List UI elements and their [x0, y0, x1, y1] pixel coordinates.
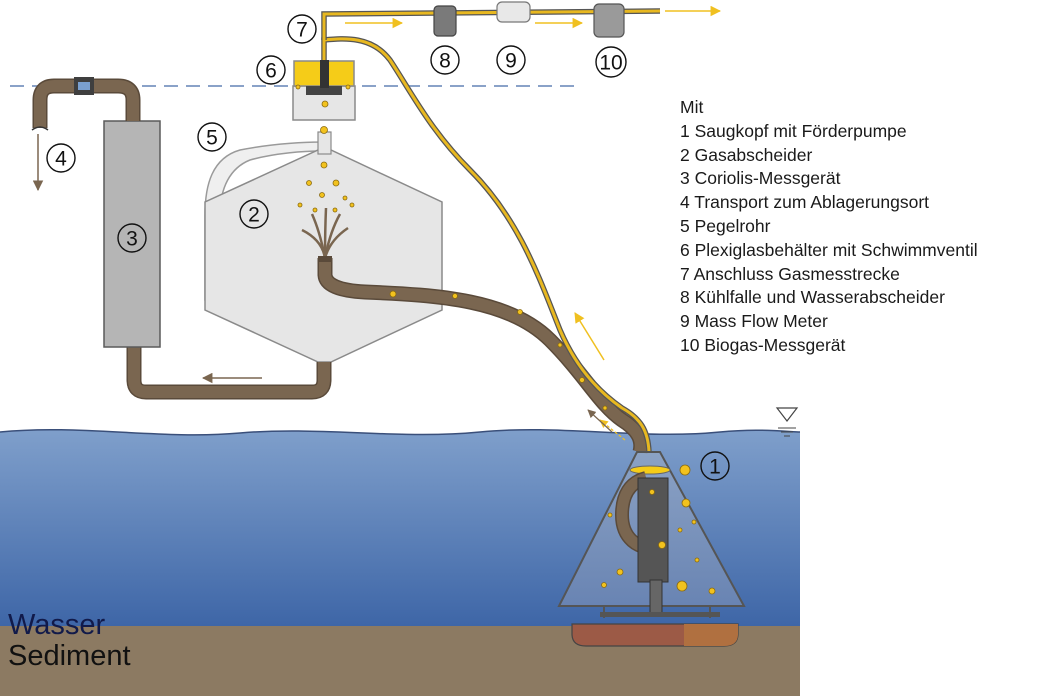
- legend-item-8: 8 Kühlfalle und Wasserabscheider: [680, 287, 945, 308]
- suction-head: [557, 451, 746, 647]
- separator-fountain: [301, 207, 349, 259]
- label-circle-7: 7: [287, 14, 317, 44]
- label-number-2: 2: [248, 204, 260, 227]
- label-circle-10: 10: [595, 46, 627, 78]
- label-circle-4: 4: [46, 143, 76, 173]
- gas-flow-arrow-5: [599, 419, 626, 441]
- return-pipe: [126, 347, 332, 400]
- label-circle-6: 6: [256, 55, 286, 85]
- legend-item-5: 5 Pegelrohr: [680, 215, 771, 236]
- legend-item-3: 3 Coriolis-Messgerät: [680, 168, 841, 189]
- water-level-symbol: [775, 407, 799, 437]
- legend-item-7: 7 Anschluss Gasmesstrecke: [680, 263, 900, 284]
- mass-flow-meter-device: [496, 1, 531, 23]
- label-circle-9: 9: [496, 45, 526, 75]
- legend-item-1: 1 Saugkopf mit Förderpumpe: [680, 120, 907, 141]
- legend-header: Mit: [680, 97, 704, 117]
- legend-item-2: 2 Gasabscheider: [680, 144, 813, 165]
- sediment-flow-arrow: [587, 409, 613, 433]
- separator-neck: [317, 131, 332, 155]
- label-circle-1: 1: [700, 451, 730, 481]
- label-number-3: 3: [126, 228, 138, 251]
- outlet-spout: [31, 126, 49, 131]
- label-circle-3: 3: [117, 223, 147, 253]
- label-number-7: 7: [296, 19, 308, 42]
- label-circle-5: 5: [197, 122, 227, 152]
- coriolis-meter: [103, 120, 161, 348]
- legend-item-4: 4 Transport zum Ablagerungsort: [680, 192, 930, 213]
- water-surface-line: [0, 428, 801, 436]
- sediment-label: Sediment: [8, 640, 131, 672]
- float-valve: [306, 86, 342, 95]
- legend-item-10: 10 Biogas-Messgerät: [680, 334, 846, 355]
- legend: Mit 1 Saugkopf mit Förderpumpe 2 Gasabsc…: [680, 96, 978, 358]
- gas-flow-arrow-4: [574, 312, 605, 361]
- cold-trap-device: [433, 5, 457, 37]
- label-number-4: 4: [55, 148, 67, 171]
- gas-bubbles: [295, 84, 716, 595]
- label-circle-2: 2: [239, 199, 269, 229]
- label-circle-8: 8: [430, 45, 460, 75]
- label-number-1: 1: [709, 456, 721, 479]
- label-number-6: 6: [265, 60, 277, 83]
- label-number-5: 5: [206, 127, 218, 150]
- water-label: Wasser: [8, 609, 106, 641]
- biogas-meter-device: [593, 3, 625, 38]
- label-number-10: 10: [599, 52, 622, 75]
- legend-item-9: 9 Mass Flow Meter: [680, 311, 828, 332]
- float-valve-stem: [320, 60, 329, 88]
- legend-item-6: 6 Plexiglasbehälter mit Schwimmventil: [680, 239, 978, 260]
- label-number-8: 8: [439, 50, 451, 73]
- label-number-9: 9: [505, 50, 517, 73]
